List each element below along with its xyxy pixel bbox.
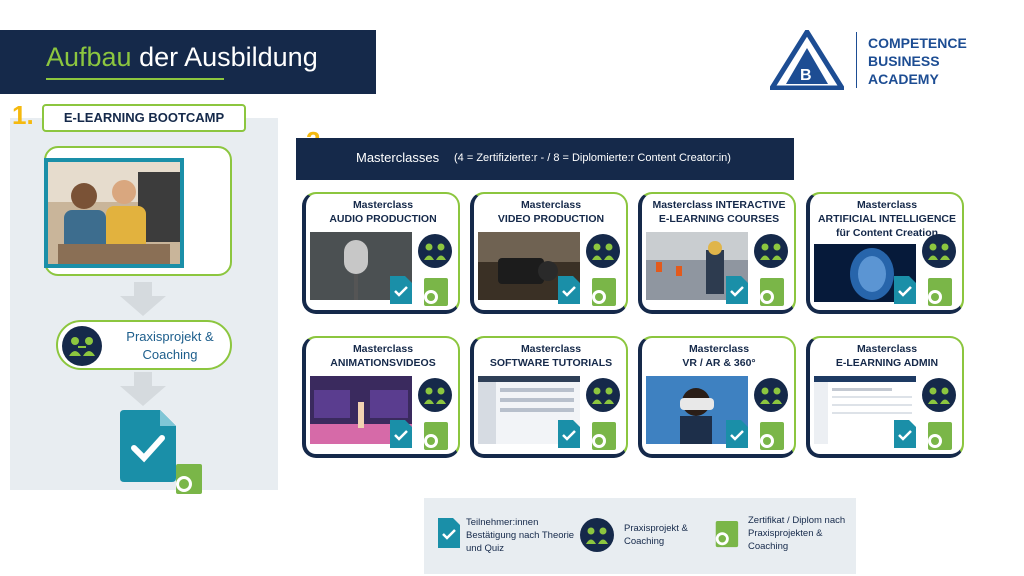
legend-certificate-text: Zertifikat / Diplom nach Praxisprojekten… xyxy=(748,515,846,552)
certificate-icon xyxy=(592,422,616,450)
legend: Teilnehmer:innen Bestätigung nach Theori… xyxy=(424,498,856,574)
certificate-icon xyxy=(592,278,616,306)
certificate-icon xyxy=(928,422,952,450)
masterclasses-banner: Masterclasses (4 = Zertifizierte:r - / 8… xyxy=(296,138,794,180)
coaching-icon xyxy=(754,378,788,412)
coaching-icon xyxy=(580,518,614,552)
microphone-image xyxy=(310,232,412,300)
coaching-icon xyxy=(922,378,956,412)
certificate-icon xyxy=(176,464,202,494)
lms-admin-image xyxy=(814,376,916,444)
coaching-icon xyxy=(62,326,102,366)
confirmation-document-icon xyxy=(120,410,176,482)
legend-confirmation-text: Teilnehmer:innen Bestätigung nach Theori… xyxy=(466,517,575,554)
vr-headset-image xyxy=(646,376,748,444)
arrow-down-icon xyxy=(120,282,166,316)
coaching-icon xyxy=(418,234,452,268)
masterclasses-subtitle: (4 = Zertifizierte:r - / 8 = Diplomierte… xyxy=(454,152,731,164)
coaching-icon xyxy=(922,234,956,268)
legend-coaching-text: Praxisprojekt & Coaching xyxy=(624,523,688,547)
praxis-coaching-pill: Praxisprojekt & Coaching xyxy=(56,320,232,370)
academy-logo: B COMPETENCE BUSINESS ACADEMY xyxy=(770,28,990,92)
confirmation-document-icon xyxy=(726,420,748,448)
coaching-icon xyxy=(586,378,620,412)
bootcamp-photo-card xyxy=(44,146,232,276)
masterclasses-title: Masterclasses xyxy=(356,150,440,165)
confirmation-document-icon xyxy=(390,420,412,448)
bootcamp-label: E-LEARNING BOOTCAMP xyxy=(42,104,246,132)
confirmation-document-icon xyxy=(558,420,580,448)
certificate-icon xyxy=(424,278,448,306)
svg-text:B: B xyxy=(800,67,812,84)
certificate-icon xyxy=(424,422,448,450)
arrow-down-icon xyxy=(120,372,166,406)
certificate-icon xyxy=(928,278,952,306)
confirmation-document-icon xyxy=(438,518,460,548)
confirmation-document-icon xyxy=(726,276,748,304)
certificate-icon xyxy=(760,422,784,450)
title-underline xyxy=(46,78,224,80)
page-title: Aufbau der Ausbildung xyxy=(46,42,318,72)
coaching-icon xyxy=(418,378,452,412)
logo-mark-icon: B xyxy=(770,30,844,90)
title-banner: Aufbau der Ausbildung xyxy=(0,30,376,94)
confirmation-document-icon xyxy=(894,420,916,448)
logo-divider xyxy=(856,32,857,88)
step-number-1: 1. xyxy=(12,100,34,130)
certificate-icon xyxy=(760,278,784,306)
confirmation-document-icon xyxy=(894,276,916,304)
coaching-icon xyxy=(754,234,788,268)
ai-head-image xyxy=(814,244,916,302)
team-photo xyxy=(44,158,184,268)
confirmation-document-icon xyxy=(390,276,412,304)
coaching-icon xyxy=(586,234,620,268)
certificate-icon xyxy=(715,521,739,548)
logo-text: COMPETENCE BUSINESS ACADEMY xyxy=(868,35,967,87)
confirmation-document-icon xyxy=(558,276,580,304)
